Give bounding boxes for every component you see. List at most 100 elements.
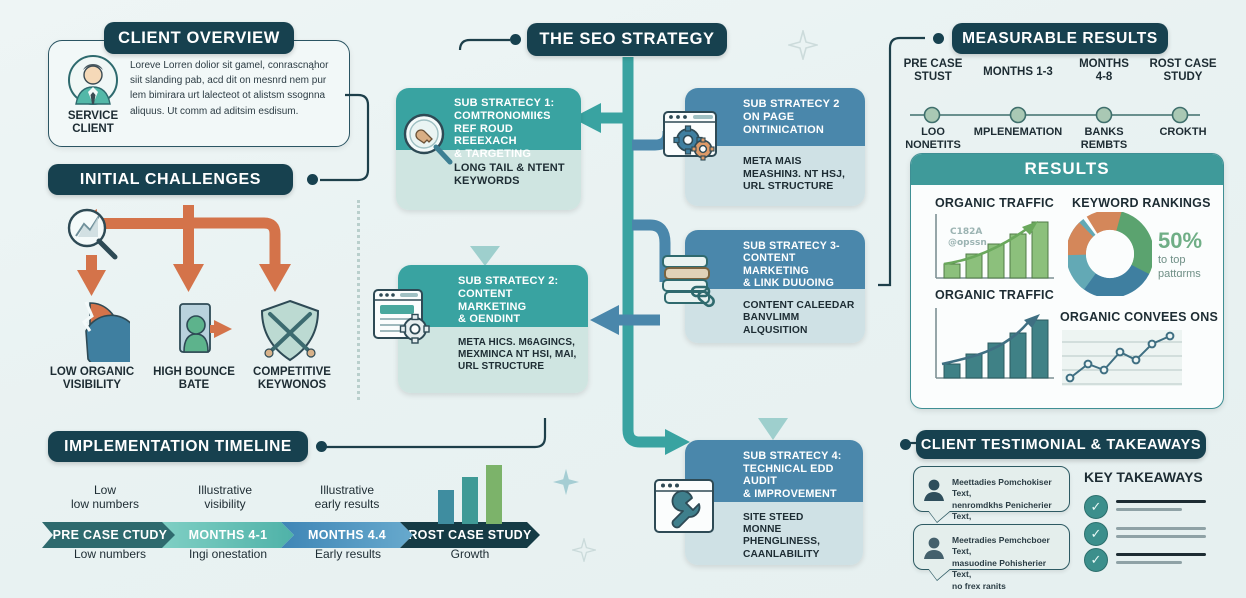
- timeline-chevron-3-label: MONTHS 4.4: [307, 528, 386, 542]
- milestone-4-top: ROST CASE STUDY: [1140, 58, 1226, 84]
- sub-strategy-2-content-box[interactable]: SUB STRATECY 2: CONTENT MARKETING & OEND…: [398, 265, 588, 393]
- avatar-icon: [924, 479, 944, 501]
- ss2c-body-l2: MEXMINCA NT HSI, MAI,: [458, 349, 577, 360]
- ss2c-body-l1: META HICS. M6AGINCS,: [458, 337, 576, 348]
- timeline-chevron-2-label: MONTHS 4-1: [188, 528, 268, 542]
- sub-strategy-4-box[interactable]: SUB STRATECY 4: TECHNICAL EDD AUDIT & IM…: [685, 440, 863, 565]
- testimonial-connector-dot: [900, 439, 911, 450]
- sparkle-icon: [788, 30, 818, 60]
- timeline-stage-1-top-line2: low numbers: [70, 496, 140, 511]
- timeline-stage-1-top-line1: Low: [93, 483, 116, 497]
- q2-l1: Meetradies Pemchcboer Text,: [952, 535, 1050, 557]
- timeline-chevron-2[interactable]: MONTHS 4-1: [162, 522, 294, 548]
- takeaway-line-2a: [1116, 527, 1206, 530]
- ss1-head-l3: REF ROUD REEEXACH: [454, 122, 517, 148]
- ss1-head-l1: SUB STRATECY 1:: [454, 97, 555, 109]
- challenge-1-line2: VISIBILITY: [62, 379, 122, 392]
- magnifier-key-icon: [403, 113, 453, 165]
- implementation-timeline-title[interactable]: IMPLEMENTATION TIMELINE: [48, 431, 308, 462]
- browser-gears-icon: [663, 111, 717, 161]
- client-overview-title-text: CLIENT OVERVIEW: [118, 28, 280, 47]
- ss2o-body-l2: MEASHIN3. NT HSJ,: [743, 167, 846, 180]
- testimonial-quote-2: [913, 524, 1070, 570]
- ss4-body-l3: CAANLABILITY: [743, 548, 820, 560]
- testimonial-title-text: CLIENT TESTIMONIAL & TAKEAWAYS: [920, 436, 1202, 453]
- ms3-top-l1: MONTHS: [1079, 58, 1129, 70]
- measurable-results-title[interactable]: MEASURABLE RESULTS: [952, 23, 1168, 54]
- initial-challenges-connector-dot: [307, 174, 318, 185]
- seo-strategy-title-text: THE SEO STRATEGY: [539, 30, 715, 48]
- timeline-stage-2-top-line2: visibility: [204, 496, 246, 511]
- ss2c-head-l1: SUB STRATECY 2:: [458, 275, 559, 287]
- measurable-results-connector-dot: [933, 33, 944, 44]
- timeline-stage-3-top-line2: early results: [314, 496, 380, 511]
- results-chart-4-title: ORGANIC CONVEES ONS: [1060, 310, 1218, 324]
- milestone-1-bottom: LOO NONETITS: [893, 126, 973, 151]
- browser-gear-icon: [373, 289, 430, 344]
- milestone-4-bottom: CROKTH: [1140, 126, 1226, 139]
- takeaway-check-icon: ✓: [1084, 548, 1108, 572]
- timeline-stage-2-top: Illustrative visibility: [162, 483, 288, 512]
- broken-pie-icon: [81, 301, 130, 362]
- client-overview-title[interactable]: CLIENT OVERVIEW: [104, 22, 294, 54]
- ss2o-head-l1: SUB STRATECY 2: [743, 98, 840, 110]
- results-chart-3-title: ORGANIC TRAFFIC: [935, 288, 1054, 302]
- ss4-head-l1: SUB STRATECY 4:: [743, 450, 842, 462]
- sub-strategy-4-body: SITE STEED MONNE PHENGLINESS, CAANLABILI…: [685, 502, 863, 565]
- ss4-body-l2: MONNE PHENGLINESS,: [743, 524, 821, 548]
- challenge-label-low-organic-visibility: LOW ORGANIC VISIBILITY: [36, 366, 148, 392]
- q2-l2: masuodine Pohisherier Text,: [952, 557, 1046, 580]
- timeline-stage-3-top-line1: Illustrative: [319, 483, 375, 497]
- chart-watermark-line2: @opssn: [948, 238, 987, 248]
- ss3-head-l1: SUB STRATECY 3-: [743, 240, 840, 252]
- milestone-3-top: MONTHS 4-8: [1064, 58, 1144, 84]
- shield-swords-icon: [260, 299, 320, 362]
- timeline-chevron-4[interactable]: ROST CASE STUDY: [400, 522, 540, 548]
- avatar-icon: [924, 537, 944, 559]
- chart-watermark-line1: C182A: [950, 227, 982, 237]
- challenge-label-competitive-keywords: COMPETITIVE KEYWONOS: [236, 366, 348, 392]
- q1-l1: Meettadies Pomchokiser Text,: [952, 477, 1052, 499]
- initial-challenges-title-text: INITIAL CHALLENGES: [79, 170, 262, 188]
- ms4-top-l2: STUDY: [1163, 71, 1203, 84]
- seo-strategy-title[interactable]: THE SEO STRATEGY: [527, 23, 727, 56]
- service-client-label-line1: SERVICE: [67, 110, 119, 122]
- timeline-stage-2-top-line1: Illustrative: [197, 483, 253, 497]
- keyword-rankings-stat-sub1: to top: [1158, 254, 1186, 266]
- ss1-body-l2: KEYWORDS: [454, 175, 520, 188]
- sub-strategy-4-head: SUB STRATECY 4: TECHNICAL EDD AUDIT & IM…: [685, 440, 863, 502]
- sub-strategy-2-content-head: SUB STRATECY 2: CONTENT MARKETING & OEND…: [398, 265, 588, 327]
- timeline-chevron-1[interactable]: PRE CASE CTUDY: [42, 522, 178, 548]
- keyword-rankings-donut-chart: [1068, 212, 1152, 296]
- testimonial-title[interactable]: CLIENT TESTIMONIAL & TAKEAWAYS: [916, 430, 1206, 459]
- ms2-bot-l1: MPLENEMATION: [973, 126, 1063, 138]
- timeline-stage-2-bottom: Ingi onestation: [188, 547, 268, 561]
- initial-challenges-title[interactable]: INITIAL CHALLENGES: [48, 164, 293, 195]
- timeline-chevron-3[interactable]: MONTHS 4.4: [281, 522, 413, 548]
- takeaway-line-1a: [1116, 500, 1206, 503]
- results-chart-2-title: KEYWORD RANKINGS: [1072, 196, 1211, 210]
- q1-l2: nenromdkhs Penicherier Text,: [952, 499, 1052, 522]
- ms1-top-l2: STUST: [914, 71, 952, 84]
- measurable-results-timeline-track: [910, 106, 1200, 124]
- ss2o-body-l3: URL STRUCTURE: [743, 180, 834, 193]
- results-panel-title: RESULTS: [911, 154, 1223, 185]
- sub-strategy-2-content-body: META HICS. M6AGINCS, MEXMINCA NT HSI, MA…: [398, 327, 588, 393]
- sub-strategy-1-body: LONG TAIL & NTENT KEYWORDS: [396, 150, 581, 210]
- takeaway-line-2b: [1116, 535, 1206, 538]
- takeaway-check-icon: ✓: [1084, 522, 1108, 546]
- timeline-mini-bar-chart: [438, 465, 502, 524]
- ss2o-head-l2: ON PAGE: [743, 110, 795, 123]
- timeline-chevron-1-label: PRE CASE CTUDY: [52, 528, 168, 542]
- sub-strategy-3-head: SUB STRATECY 3- CONTENT MARKETING & LINK…: [685, 230, 865, 289]
- ss1-head-l2: COMTRONOMII€S: [454, 109, 551, 122]
- ss2c-head-l2: CONTENT MARKETING: [458, 287, 527, 313]
- implementation-timeline-title-text: IMPLEMENTATION TIMELINE: [64, 437, 292, 455]
- sub-strategy-3-box[interactable]: SUB STRATECY 3- CONTENT MARKETING & LINK…: [685, 230, 865, 343]
- sub-strategy-3-body: CONTENT CALEEDAR BANVLIMM ALQUSITION: [685, 289, 865, 343]
- books-link-icon: [662, 255, 715, 308]
- ss1-head-l4: & TARGETING: [454, 148, 532, 160]
- ms2-top-l1: MONTHS 1-3: [983, 66, 1053, 78]
